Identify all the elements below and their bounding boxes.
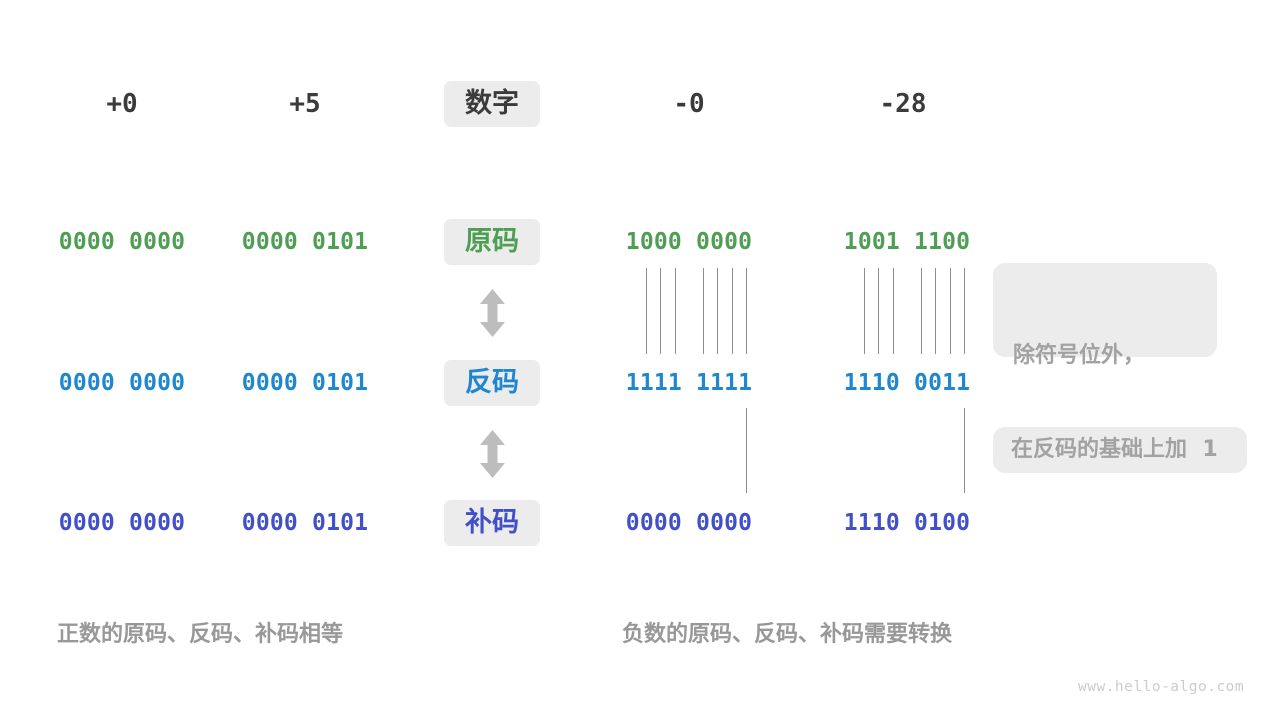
bit-tick-line xyxy=(864,268,865,354)
twos-complement-plus-zero: 0000 0000 xyxy=(58,510,186,536)
sign-magnitude-plus-five: 0000 0101 xyxy=(241,229,369,255)
twos-complement-minus-twenty-eight: 1110 0100 xyxy=(843,510,971,536)
add-one-note-text: 在反码的基础上加 1 xyxy=(1011,437,1218,462)
bit-tick-line xyxy=(964,408,965,493)
add-one-note-box: 在反码的基础上加 1 xyxy=(993,427,1247,473)
ones-complement-minus-zero: 1111 1111 xyxy=(625,370,753,396)
bit-tick-line xyxy=(935,268,936,354)
watermark-text: www.hello-algo.com xyxy=(1078,679,1245,695)
twos-complement-plus-five: 0000 0101 xyxy=(241,510,369,536)
updown-arrow-icon xyxy=(480,289,505,337)
sign-magnitude-badge: 原码 xyxy=(444,219,540,265)
ones-complement-plus-five: 0000 0101 xyxy=(241,370,369,396)
bit-tick-line xyxy=(950,268,951,354)
ones-complement-badge: 反码 xyxy=(444,360,540,406)
positive-numbers-caption: 正数的原码、反码、补码相等 xyxy=(57,622,344,647)
header-label-badge: 数字 xyxy=(444,81,540,127)
bit-tick-line xyxy=(878,268,879,354)
bit-tick-line xyxy=(921,268,922,354)
updown-arrow-icon xyxy=(480,430,505,478)
negative-numbers-caption: 负数的原码、反码、补码需要转换 xyxy=(622,622,953,647)
twos-complement-badge: 补码 xyxy=(444,500,540,546)
bit-tick-line xyxy=(660,268,661,354)
sign-magnitude-plus-zero: 0000 0000 xyxy=(58,229,186,255)
bit-tick-line xyxy=(746,408,747,493)
invert-note-box: 除符号位外， 对其余所有位取反 xyxy=(993,263,1217,461)
header-value-minus-twenty-eight: -28 xyxy=(879,89,927,119)
twos-complement-minus-zero: 0000 0000 xyxy=(625,510,753,536)
bit-tick-line xyxy=(746,268,747,354)
bit-tick-line xyxy=(717,268,718,354)
ones-complement-minus-twenty-eight: 1110 0011 xyxy=(843,370,971,396)
invert-note-line1: 除符号位外， xyxy=(1013,343,1146,368)
header-value-minus-zero: -0 xyxy=(673,89,705,119)
bit-tick-line xyxy=(964,268,965,354)
bit-tick-line xyxy=(675,268,676,354)
header-value-plus-five: +5 xyxy=(289,89,321,119)
ones-complement-plus-zero: 0000 0000 xyxy=(58,370,186,396)
bit-tick-line xyxy=(732,268,733,354)
sign-magnitude-minus-zero: 1000 0000 xyxy=(625,229,753,255)
bit-tick-line xyxy=(893,268,894,354)
bit-tick-line xyxy=(646,268,647,354)
bit-tick-line xyxy=(703,268,704,354)
sign-magnitude-minus-twenty-eight: 1001 1100 xyxy=(843,229,971,255)
header-value-plus-zero: +0 xyxy=(106,89,138,119)
